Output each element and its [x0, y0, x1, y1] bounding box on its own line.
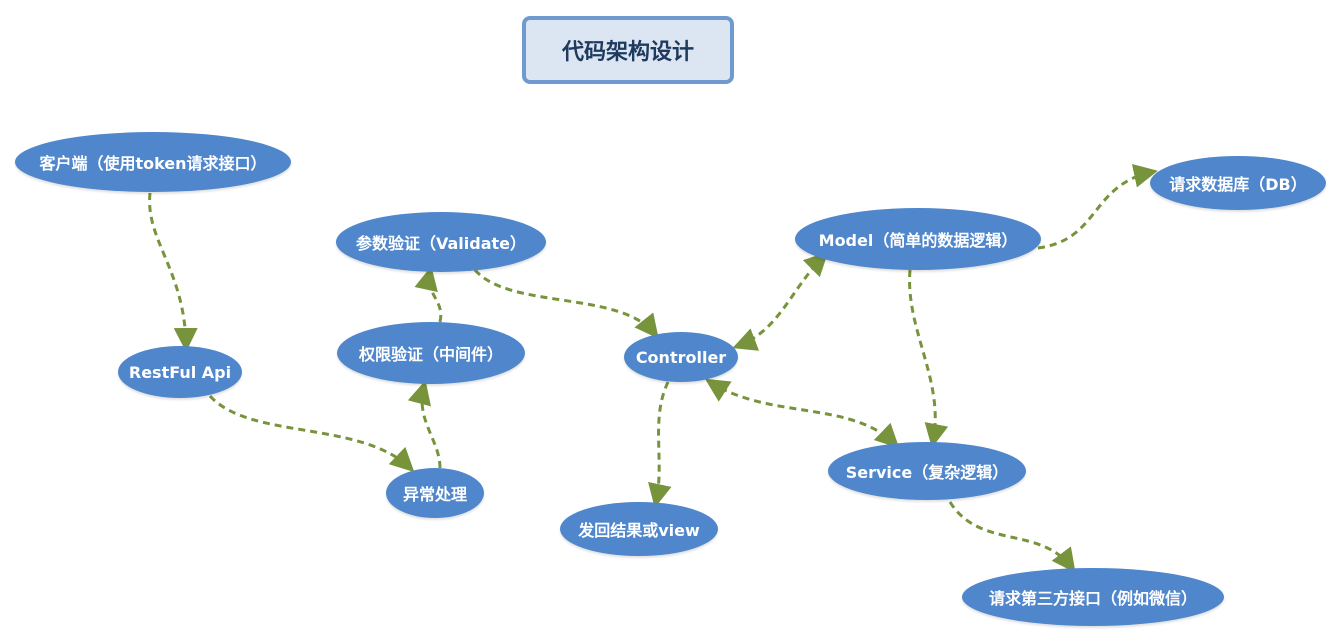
edge-auth-validate [414, 266, 443, 323]
edge-client-restful [148, 192, 198, 352]
edge-controller-service [704, 378, 900, 449]
edge-service-thirdparty [948, 501, 1076, 573]
edge-model-service [908, 269, 949, 448]
node-param-validate: 参数验证（Validate） [336, 212, 546, 272]
node-service: Service（复杂逻辑） [828, 442, 1026, 500]
edge-controller-model [732, 251, 829, 351]
edge-validate-controller [473, 269, 659, 339]
node-restful-api: RestFul Api [118, 346, 242, 398]
node-third-party-api: 请求第三方接口（例如微信） [962, 568, 1224, 626]
edge-controller-result [648, 381, 672, 508]
node-exception-handling: 异常处理 [386, 468, 484, 518]
diagram-title: 代码架构设计 [522, 16, 734, 84]
edge-model-db [1037, 163, 1158, 250]
edge-restful-exception [208, 394, 415, 473]
edge-exception-auth [407, 380, 442, 469]
node-send-result: 发回结果或view [560, 502, 718, 556]
node-model: Model（简单的数据逻辑） [795, 208, 1041, 270]
node-auth-middleware: 权限验证（中间件） [337, 322, 525, 384]
node-controller: Controller [624, 332, 738, 382]
node-client: 客户端（使用token请求接口） [15, 132, 291, 192]
node-database: 请求数据库（DB） [1150, 156, 1326, 210]
